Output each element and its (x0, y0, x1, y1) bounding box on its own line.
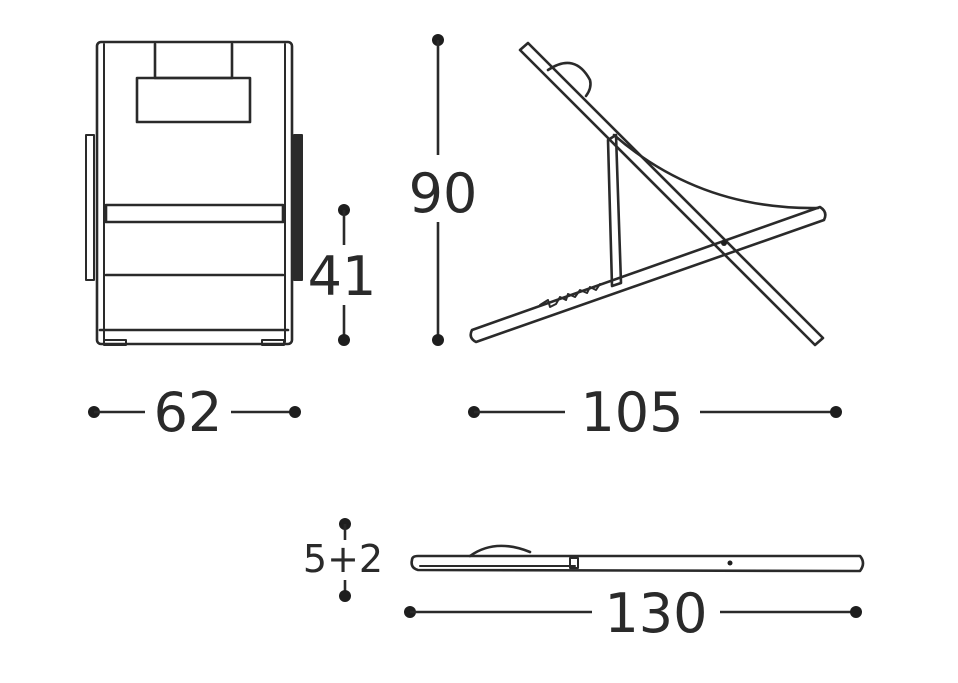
seat-height-dimension: 41 (308, 204, 377, 346)
seat-height-dim-bottom-dot (338, 334, 350, 346)
folded-length-dim-label: 130 (604, 582, 707, 645)
folded-view-hinge (569, 557, 579, 569)
height-dim-label: 90 (409, 162, 478, 225)
side-view-adjustment-notches (539, 283, 601, 308)
seat-height-dim-label: 41 (308, 245, 377, 308)
front-view-seat-bar (104, 203, 285, 224)
front-view-right-armrest (293, 134, 303, 281)
thickness-dim-label: 5+2 (303, 537, 383, 581)
front-view-right-foot (261, 339, 285, 346)
folded-view-chair (410, 544, 865, 573)
height-dim-bottom-dot (432, 334, 444, 346)
folded-thickness-dimension: 5+2 (303, 518, 383, 602)
front-view-left-armrest (85, 134, 95, 281)
folded-view-headrest (468, 544, 532, 558)
side-view-back-frame (518, 41, 825, 347)
side-view-support-strut (606, 133, 623, 288)
front-view-headrest-pillow (135, 76, 252, 124)
front-view-left-foot (103, 339, 127, 346)
side-view-fabric-sling (612, 133, 820, 210)
width-dim-right-dot (289, 406, 301, 418)
front-view-frame (95, 40, 294, 346)
depth-dimension: 105 (468, 381, 842, 444)
thickness-dim-bottom-dot (339, 590, 351, 602)
depth-dim-right-dot (830, 406, 842, 418)
folded-view-pivot (727, 560, 733, 566)
side-view-pivot (721, 240, 727, 246)
folded-length-dimension: 130 (404, 582, 862, 645)
side-view-front-leg (469, 205, 827, 344)
front-view-headrest-strap (153, 42, 234, 80)
side-view-headrest (546, 61, 592, 98)
height-dimension: 90 (409, 34, 478, 346)
front-view-chair (85, 40, 303, 346)
folded-length-dim-right-dot (850, 606, 862, 618)
width-dim-label: 62 (154, 381, 223, 444)
width-dimension: 62 (88, 381, 301, 444)
side-view-chair (469, 41, 827, 347)
folded-view-long-bar (410, 554, 865, 573)
depth-dim-label: 105 (580, 381, 683, 444)
